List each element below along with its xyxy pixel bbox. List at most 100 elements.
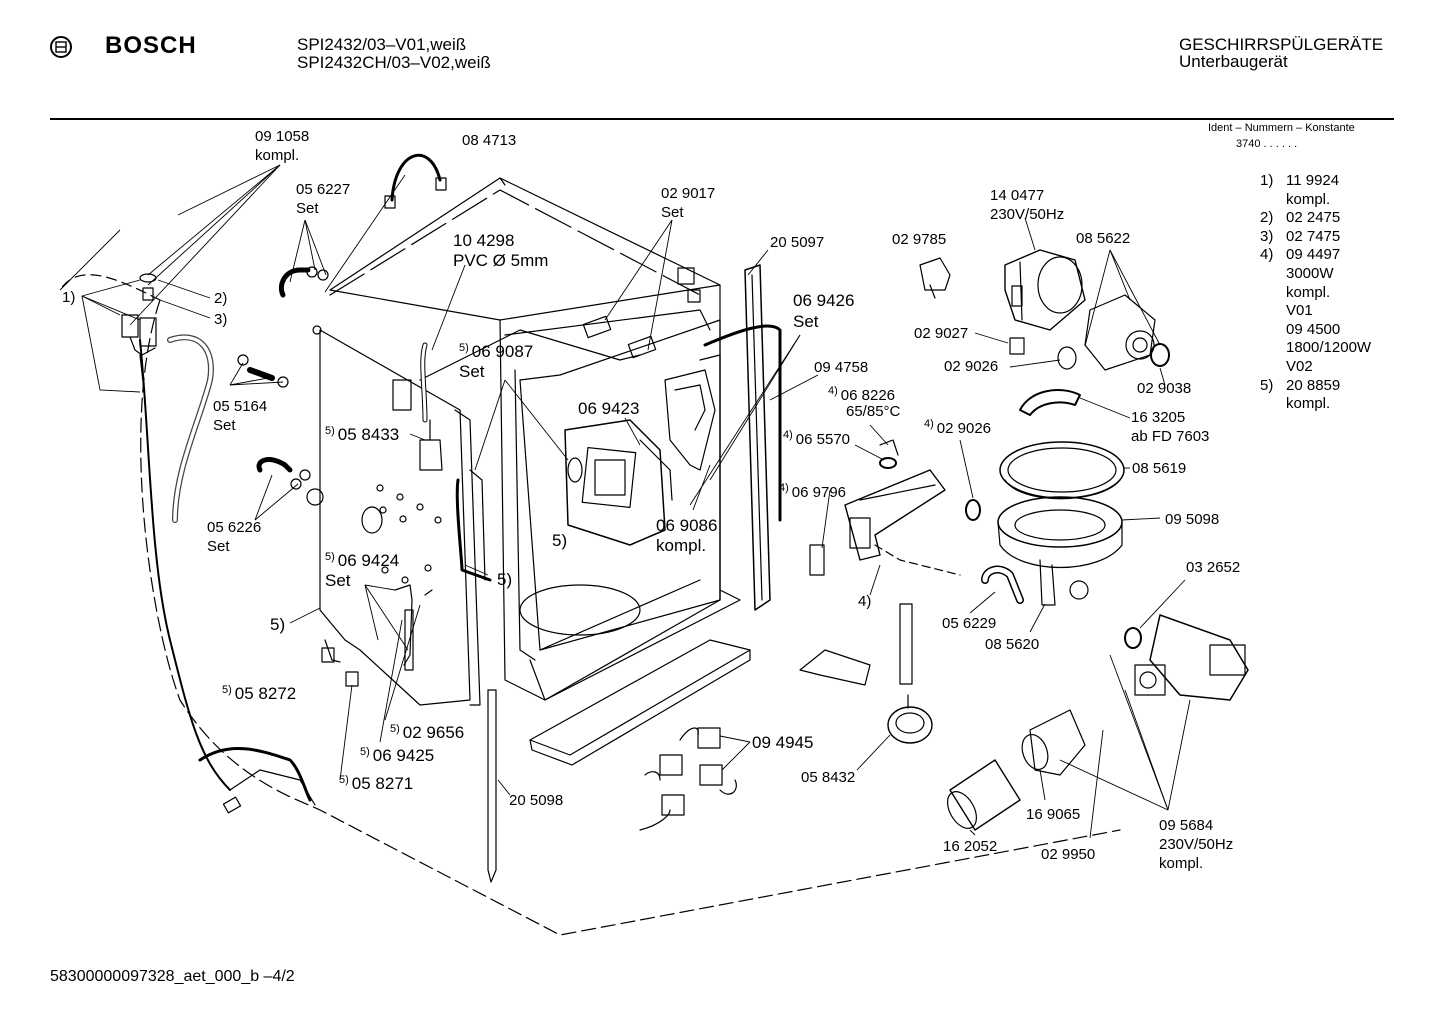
inlet-valve-095684 <box>1134 614 1249 701</box>
note-3: 3) 02 7475 <box>1260 228 1371 247</box>
document-id: 58300000097328_aet_000_b –4/2 <box>50 968 295 985</box>
label-095684: 09 5684 <box>1159 817 1214 834</box>
ring-032652 <box>1124 627 1142 649</box>
label-058433-num: 05 8433 <box>337 425 400 444</box>
label-058272: 5)05 8272 <box>222 684 296 704</box>
note-line: kompl. <box>1286 283 1331 301</box>
label-058432: 05 8432 <box>801 769 856 786</box>
label-069796-num: 06 9796 <box>791 484 847 501</box>
label-069426: 06 9426 <box>793 291 855 310</box>
note-key: 2) <box>1260 209 1274 227</box>
note-key: 4) <box>1260 246 1274 264</box>
brand-name: BOSCH <box>105 32 197 59</box>
bosch-logo <box>50 36 72 58</box>
footnote-5: 5) <box>222 684 232 696</box>
label-029038: 02 9038 <box>1137 380 1192 397</box>
ident-heading: Ident – Nummern – Konstante <box>1208 122 1355 134</box>
label-055164-b: Set <box>213 417 236 434</box>
label-069087-b: Set <box>459 362 485 381</box>
label-029026b: 4)02 9026 <box>924 418 991 438</box>
label-163205-b: ab FD 7603 <box>1131 428 1210 445</box>
label-069086-b: kompl. <box>656 536 707 555</box>
model-line-2: SPI2432CH/03–V02,weiß <box>297 53 491 72</box>
label-029026b-num: 02 9026 <box>936 420 992 437</box>
label-085620: 08 5620 <box>985 636 1040 653</box>
label-note-5-panel: 5) <box>270 615 286 634</box>
connector-056227 <box>278 267 311 298</box>
label-069424-b: Set <box>325 571 351 590</box>
header-rule <box>50 118 1394 120</box>
label-029656-num: 02 9656 <box>402 723 465 742</box>
ring-065570 <box>879 457 897 469</box>
footnote-5: 5) <box>360 746 370 758</box>
label-091058: 09 1058 <box>255 128 310 145</box>
model-line-1: SPI2432/03–V01,weiß <box>297 35 467 54</box>
seal-ring-029026 <box>1057 346 1077 370</box>
connector-055164 <box>247 367 275 381</box>
label-163205: 16 3205 <box>1131 409 1186 426</box>
category-line-2: Unterbaugerät <box>1179 52 1288 71</box>
note-line: 3000W <box>1286 264 1334 282</box>
label-085619: 08 5619 <box>1132 460 1187 477</box>
note-line: 11 9924 <box>1286 172 1340 189</box>
sump-095098 <box>997 496 1123 606</box>
note-line: kompl. <box>1286 190 1331 208</box>
wire-069424 <box>394 584 413 666</box>
ring-029026-heater <box>965 499 981 521</box>
label-084713: 08 4713 <box>462 132 517 149</box>
seal-ring-029038 <box>1150 343 1170 367</box>
label-205098: 20 5098 <box>509 792 564 809</box>
label-069425: 5)06 9425 <box>360 746 434 766</box>
footnote-4: 4) <box>924 418 934 430</box>
label-104298-b: PVC Ø 5mm <box>453 251 549 270</box>
label-note-4-heater: 4) <box>858 593 872 610</box>
label-069425-num: 06 9425 <box>372 746 435 765</box>
pressure-switch-058432 <box>887 694 933 744</box>
label-094758: 09 4758 <box>814 359 869 376</box>
label-095684-c: kompl. <box>1159 855 1204 872</box>
label-029950: 02 9950 <box>1041 846 1096 863</box>
label-140477: 14 0477 <box>990 187 1045 204</box>
label-029785: 02 9785 <box>892 231 947 248</box>
note-line: kompl. <box>1286 395 1331 413</box>
footnote-5: 5) <box>459 342 469 354</box>
label-169065: 16 9065 <box>1026 806 1081 823</box>
note-key: 5) <box>1260 376 1274 394</box>
label-094945: 09 4945 <box>752 733 814 752</box>
label-069424: 5)06 9424 <box>325 551 399 571</box>
footnote-5: 5) <box>325 551 335 563</box>
tube-center <box>899 603 913 685</box>
note-key: 3) <box>1260 227 1274 245</box>
footnote-4: 4) <box>828 385 838 397</box>
note-line: 09 4497 <box>1286 246 1341 264</box>
label-058271: 5)05 8271 <box>339 774 413 794</box>
heater-assembly <box>809 469 961 576</box>
label-068226: 4)06 8226 <box>828 385 895 405</box>
label-029027: 02 9027 <box>914 325 969 342</box>
label-095098: 09 5098 <box>1165 511 1220 528</box>
note-line: 1800/1200W <box>1286 339 1372 357</box>
tub-frame <box>329 177 721 701</box>
label-058271-num: 05 8271 <box>351 774 414 793</box>
label-095684-b: 230V/50Hz <box>1159 836 1234 853</box>
label-069796: 4)06 9796 <box>779 482 846 502</box>
part-029785 <box>919 257 951 291</box>
label-056226-b: Set <box>207 538 230 555</box>
wash-pump-140477 <box>1004 249 1086 331</box>
note-line: 02 7475 <box>1286 227 1341 245</box>
category-line-1: GESCHIRRSPÜLGERÄTE <box>1179 35 1384 54</box>
note-line: 20 8859 <box>1286 376 1341 394</box>
label-069086: 06 9086 <box>656 516 718 535</box>
label-029026a: 02 9026 <box>944 358 999 375</box>
hose-162052 <box>946 759 1021 831</box>
detergent-dispenser <box>564 419 673 546</box>
footnote-5: 5) <box>339 774 349 786</box>
connector-blocks-094945 <box>639 727 737 831</box>
label-068226-num: 06 8226 <box>840 387 896 404</box>
ident-value: 3740 . . . . . . <box>1236 138 1298 150</box>
rinse-aid-part <box>664 369 716 471</box>
note-2: 2) 02 2475 <box>1260 209 1371 228</box>
label-069423: 06 9423 <box>578 399 640 418</box>
clamp-084713 <box>390 153 442 202</box>
